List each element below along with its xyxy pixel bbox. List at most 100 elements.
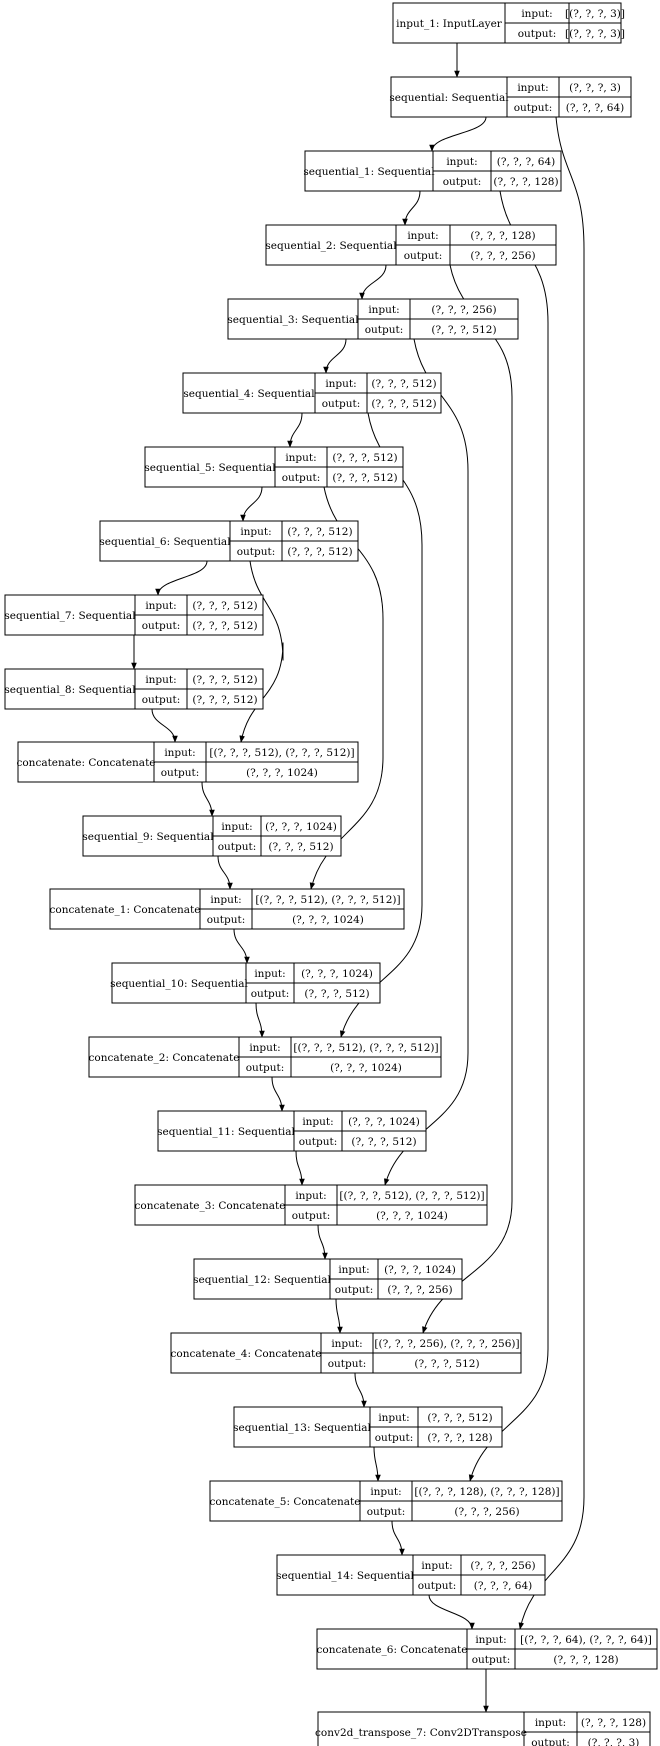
node-title: sequential_5: Sequential [144, 462, 276, 474]
node-sequential-7: sequential_7: Sequential input: output: (?,… [4, 594, 264, 636]
input-shape: [(?, ?, ?, 512), (?, ?, ?, 512)] [209, 747, 354, 759]
input-label: input: [378, 1412, 409, 1424]
output-label: output: [365, 324, 404, 336]
node-title: concatenate: Concatenate [16, 757, 155, 769]
input-label: input: [295, 1190, 326, 1202]
node-sequential-11: sequential_11: Sequential input: output: (?… [157, 1110, 427, 1152]
input-shape: (?, ?, ?, 512) [192, 600, 257, 612]
input-shape: (?, ?, ?, 1024) [384, 1264, 456, 1276]
input-shape: (?, ?, ?, 3) [569, 82, 621, 94]
output-shape: (?, ?, ?, 512) [351, 1136, 416, 1148]
node-title: concatenate_3: Concatenate [135, 1200, 286, 1212]
output-label: output: [531, 1737, 570, 1746]
output-shape: (?, ?, ?, 512) [431, 324, 496, 336]
node-concatenate-5: concatenate_5: Concatenateinput:output:[… [209, 1480, 563, 1522]
edge-sequential-6-to-sequential-7 [155, 560, 208, 596]
edge-sequential-12-to-concatenate-4 [335, 1298, 343, 1334]
output-label: output: [142, 620, 181, 632]
node-sequential-3: sequential_3: Sequentialinput:output:(?,… [227, 298, 519, 340]
input-label: input: [521, 8, 552, 20]
input-label: input: [249, 1042, 280, 1054]
output-label: output: [328, 1358, 367, 1370]
node-sequential-6: sequential_6: Sequentialinput:output:(?,… [99, 520, 359, 562]
input-shape: [(?, ?, ?, 512), (?, ?, ?, 512)] [255, 894, 400, 906]
edge-sequential-1-to-sequential-2 [402, 190, 421, 226]
output-shape: [(?, ?, ?, 3)] [565, 28, 625, 40]
input-shape: (?, ?, ?, 512) [371, 378, 436, 390]
output-label: output: [246, 1062, 285, 1074]
edge-sequential-13-to-concatenate-5 [373, 1446, 381, 1482]
input-shape: [(?, ?, ?, 64), (?, ?, ?, 64)] [520, 1634, 652, 1646]
node-title: concatenate_5: Concatenate [210, 1496, 361, 1508]
input-label: input: [407, 230, 438, 242]
output-shape: (?, ?, ?, 256) [454, 1506, 519, 1518]
node-title: sequential_4: Sequential [183, 388, 315, 400]
node-title: concatenate_2: Concatenate [89, 1052, 240, 1064]
input-label: input: [210, 894, 241, 906]
input-label: input: [446, 156, 477, 168]
output-shape: (?, ?, ?, 128) [493, 176, 558, 188]
output-shape: (?, ?, ?, 128) [553, 1654, 618, 1666]
input-label: input: [331, 1338, 362, 1350]
input-shape: (?, ?, ?, 256) [431, 304, 496, 316]
node-title: concatenate_4: Concatenate [171, 1348, 322, 1360]
node-title: sequential_2: Sequential [265, 240, 397, 252]
edge-sequential-4-to-concatenate-2 [339, 412, 423, 1038]
output-label: output: [299, 1136, 338, 1148]
edge-concatenate-to-sequential-9 [201, 781, 215, 817]
edge-concatenate-3-to-sequential-12 [317, 1224, 328, 1260]
edge-concatenate-5-to-sequential-14 [391, 1520, 405, 1556]
output-label: output: [514, 102, 553, 114]
output-shape: (?, ?, ?, 3) [588, 1737, 640, 1746]
input-shape: (?, ?, ?, 1024) [348, 1116, 420, 1128]
output-label: output: [218, 841, 257, 853]
output-shape: (?, ?, ?, 256) [470, 250, 535, 262]
edge-sequential-8-to-concatenate [151, 708, 178, 743]
input-label: input: [254, 968, 285, 980]
input-shape: [(?, ?, ?, 128), (?, ?, ?, 128)] [414, 1486, 559, 1498]
input-label: input: [338, 1264, 369, 1276]
output-shape: (?, ?, ?, 64) [474, 1580, 532, 1592]
node-title: sequential_7: Sequential [4, 610, 136, 622]
input-label: input: [145, 600, 176, 612]
edge-sequential-5-to-sequential-6 [240, 486, 263, 522]
output-shape: (?, ?, ?, 1024) [246, 767, 318, 779]
output-label: output: [161, 767, 200, 779]
edge-sequential-4-to-sequential-5 [287, 412, 303, 448]
input-shape: (?, ?, ?, 64) [497, 156, 555, 168]
node-sequential-10: sequential_10: Sequentialinput:output:(?… [110, 962, 381, 1004]
output-shape: (?, ?, ?, 512) [414, 1358, 479, 1370]
output-label: output: [282, 472, 321, 484]
node-concatenate-3: concatenate_3: Concatenateinput:output:[… [134, 1184, 488, 1226]
node-box [317, 1711, 651, 1746]
input-label: input: [240, 526, 271, 538]
node-sequential-8: sequential_8: Sequentialinput:output:(?,… [4, 668, 264, 710]
node-title: sequential_11: Sequential [157, 1126, 295, 1138]
node-title: sequential_13: Sequential [233, 1422, 371, 1434]
input-label: input: [221, 821, 252, 833]
node-title: sequential_9: Sequential [82, 831, 214, 843]
output-shape: (?, ?, ?, 1024) [292, 914, 364, 926]
output-shape: (?, ?, ?, 1024) [376, 1210, 448, 1222]
output-shape: (?, ?, ?, 512) [192, 620, 257, 632]
node-sequential-14: sequential_14: Sequentialinput:output:(?… [276, 1554, 546, 1596]
output-label: output: [518, 28, 557, 40]
node-title: sequential_8: Sequential [4, 684, 136, 696]
output-label: output: [292, 1210, 331, 1222]
output-shape: (?, ?, ?, 64) [566, 102, 624, 114]
input-shape: (?, ?, ?, 128) [470, 230, 535, 242]
node-sequential-1: sequential_1: Sequentialinput:output:(?,… [303, 150, 562, 192]
node-sequential-5: sequential_5: Sequentialinput:output:(?,… [144, 446, 404, 488]
edge-sequential-9-to-concatenate-1 [217, 855, 233, 890]
input-shape: (?, ?, ?, 512) [332, 452, 397, 464]
output-label: output: [207, 914, 246, 926]
output-shape: (?, ?, ?, 256) [387, 1284, 452, 1296]
output-label: output: [443, 176, 482, 188]
node-conv2d-transpose-7: conv2d_transpose_7: Conv2DTransposeinput… [315, 1711, 651, 1746]
input-label: input: [302, 1116, 333, 1128]
output-shape: (?, ?, ?, 512) [371, 398, 436, 410]
edge-sequential-2-to-sequential-3 [359, 264, 387, 300]
output-label: output: [142, 694, 181, 706]
node-title: sequential: Sequential [389, 92, 509, 104]
